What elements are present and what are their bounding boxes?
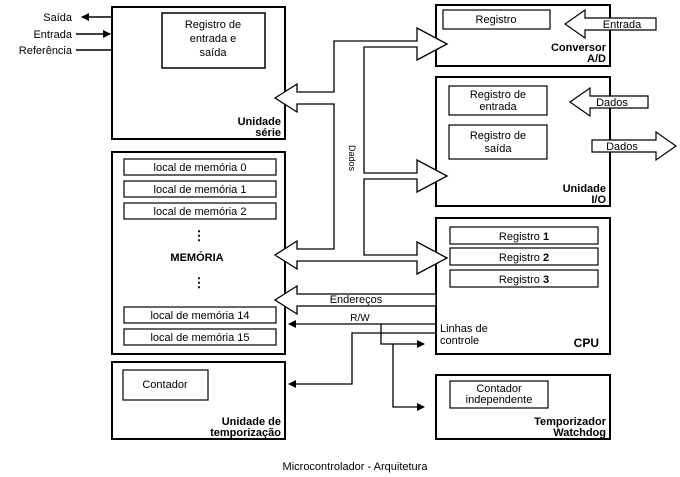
memory-ellipsis-bottom: ⋮ xyxy=(193,275,206,290)
ad-input-arrow xyxy=(563,8,657,40)
ad-register-label: Registro xyxy=(476,14,517,26)
serial-register-line: entrada e xyxy=(190,33,236,45)
ad-register-box xyxy=(442,9,551,30)
cpu-unit: Registro 1 Registro 2 Registro 3 CPU Lin… xyxy=(435,217,611,355)
serial-register-box xyxy=(161,12,266,69)
diagram-caption: Microcontrolador - Arquitetura xyxy=(283,461,429,473)
memory-location-box xyxy=(123,306,277,324)
address-bus-arrow xyxy=(273,284,437,316)
io-input-register-line: Registro de xyxy=(470,89,526,101)
serial-unit-title: Unidade xyxy=(238,116,281,128)
independent-counter-box xyxy=(449,380,549,409)
rw-label: R/W xyxy=(350,313,370,324)
watchdog-title: Temporizador xyxy=(534,416,607,428)
io-input-register-box xyxy=(448,85,548,116)
io-output-register-line: saída xyxy=(485,143,513,155)
memory-location: local de memória 1 xyxy=(154,184,247,196)
io-input-register-line: entrada xyxy=(479,101,517,113)
ad-converter-title: A/D xyxy=(587,53,606,65)
data-bus-label: Dados xyxy=(347,145,357,172)
memory-title: MEMÓRIA xyxy=(170,251,223,264)
cpu-register-label: Registro 3 xyxy=(499,274,549,286)
io-data-in-arrow xyxy=(568,86,649,118)
watchdog-unit: Contador independente Temporizador Watch… xyxy=(435,374,611,440)
cpu-register-label: Registro 1 xyxy=(499,231,549,243)
io-data-in-label: Dados xyxy=(596,97,628,109)
address-bus-label: Endereços xyxy=(330,294,383,306)
signal-label-input: Entrada xyxy=(33,29,72,41)
timing-unit-title: temporização xyxy=(210,427,281,439)
control-lines-label: controle xyxy=(440,335,479,347)
memory-location-box xyxy=(123,180,277,198)
control-lines xyxy=(288,324,436,411)
memory-unit: local de memória 0 local de memória 1 lo… xyxy=(111,151,286,355)
control-line-cpu xyxy=(380,324,425,348)
serial-register-line: Registro de xyxy=(185,19,241,31)
serial-unit: Registro de entrada e saída Unidade séri… xyxy=(111,6,286,140)
cpu-register-box xyxy=(449,226,599,245)
memory-ellipsis-top: ⋮ xyxy=(193,228,206,243)
serial-signals: Saída Entrada Referência xyxy=(19,12,112,57)
ad-converter: Registro Conversor A/D Entrada xyxy=(435,4,657,67)
control-line-timer xyxy=(288,332,436,388)
cpu-register-label: Registro 2 xyxy=(499,252,549,264)
io-output-register-line: Registro de xyxy=(470,130,526,142)
cpu-register-box xyxy=(449,247,599,266)
watchdog-title: Watchdog xyxy=(553,427,606,439)
signal-label-output: Saída xyxy=(43,12,73,24)
data-bus-arrow xyxy=(273,26,449,276)
timing-unit-title: Unidade de xyxy=(222,416,281,428)
memory-location: local de memória 14 xyxy=(150,310,249,322)
address-bus: Endereços xyxy=(273,284,437,316)
counter-box xyxy=(122,369,209,401)
ad-input-label: Entrada xyxy=(603,19,642,31)
memory-location-box xyxy=(123,328,277,346)
io-unit-title: I/O xyxy=(591,194,606,206)
memory-location: local de memória 15 xyxy=(150,332,249,344)
independent-counter-line: independente xyxy=(466,394,533,406)
data-bus: Dados xyxy=(273,26,449,276)
io-unit: Registro de entrada Registro de saída Un… xyxy=(435,76,678,207)
memory-location: local de memória 0 xyxy=(154,162,247,174)
control-lines-label: Linhas de xyxy=(440,323,488,335)
io-output-register-box xyxy=(448,124,548,160)
io-unit-title: Unidade xyxy=(563,183,606,195)
cpu-title: CPU xyxy=(574,336,599,350)
io-data-out-label: Dados xyxy=(606,141,638,153)
control-line-watchdog xyxy=(392,344,425,411)
ad-converter-title: Conversor xyxy=(551,42,607,54)
memory-location-box xyxy=(123,158,277,176)
serial-register-line: saída xyxy=(200,47,228,59)
cpu-register-box xyxy=(449,269,599,288)
rw-line: R/W xyxy=(288,313,436,328)
memory-location: local de memória 2 xyxy=(154,206,247,218)
serial-unit-title: série xyxy=(255,127,281,139)
independent-counter-line: Contador xyxy=(476,383,522,395)
counter-label: Contador xyxy=(142,379,188,391)
memory-location-box xyxy=(123,202,277,220)
signal-label-reference: Referência xyxy=(19,45,73,57)
timing-unit: Contador Unidade de temporização xyxy=(111,361,286,440)
io-data-out-arrow xyxy=(591,130,678,162)
